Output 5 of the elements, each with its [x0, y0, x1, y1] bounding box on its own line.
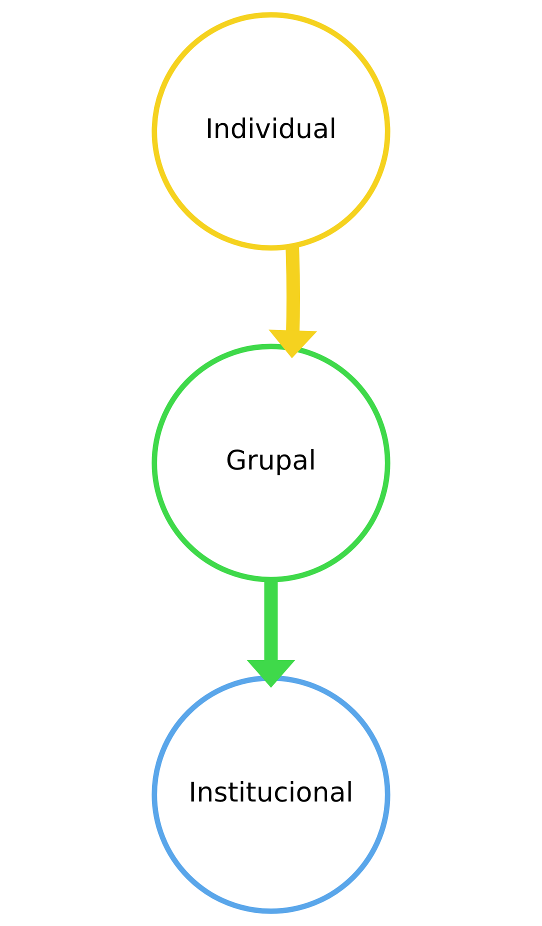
arrow — [268, 246, 318, 358]
node-circle: Individual — [152, 12, 390, 251]
node-circle: Grupal — [152, 344, 390, 582]
arrow — [246, 580, 296, 688]
node-circle: Institucional — [152, 675, 390, 914]
